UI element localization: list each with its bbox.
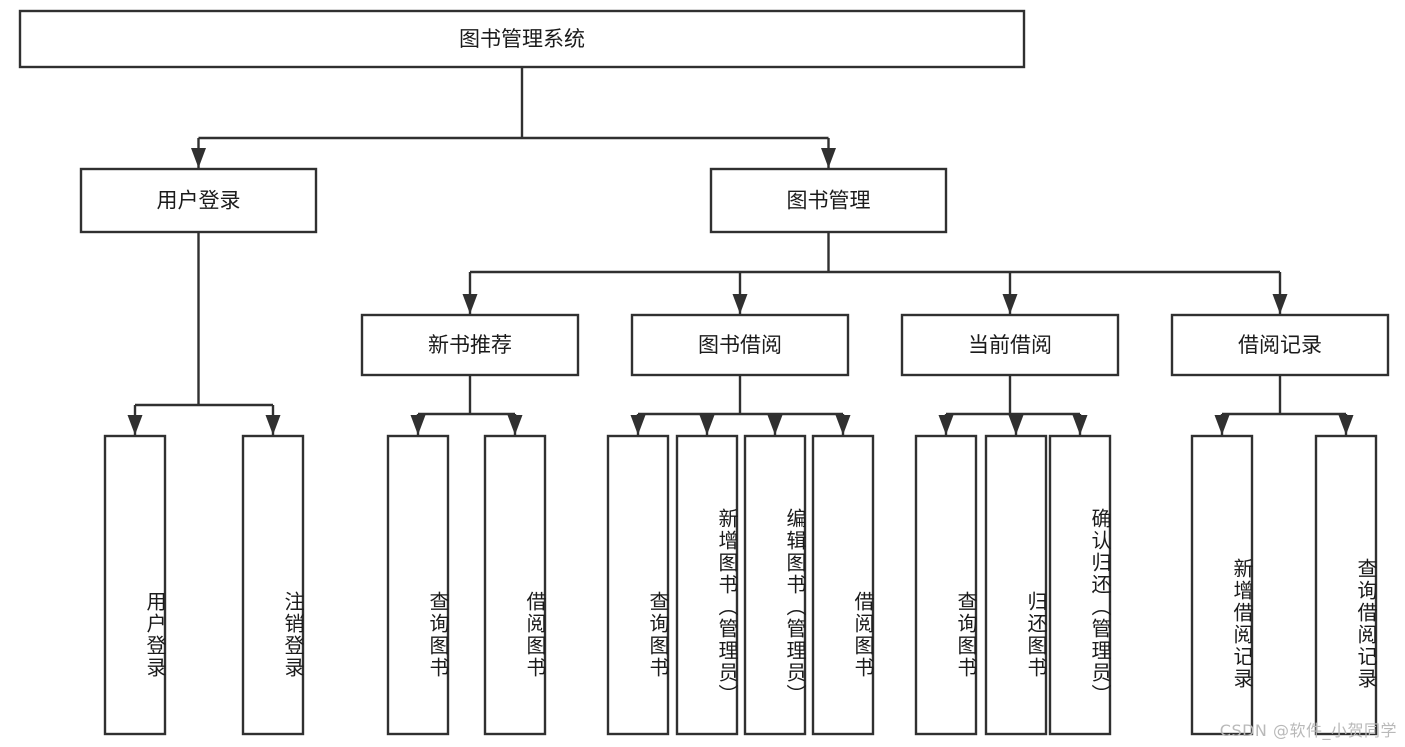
node-leaf-borrow-book-1[interactable] [483,434,547,736]
node-leaf-query-book-1[interactable] [386,434,450,736]
node-book-borrow[interactable] [630,313,850,377]
node-leaf-add-borrow-record[interactable] [1190,434,1254,736]
node-book-management[interactable] [709,167,948,234]
arrow-head-icon [732,294,748,314]
node-current-borrow-label: 当前借阅 [968,333,1052,357]
node-leaf-query-book-2[interactable] [606,434,670,736]
arrow-head-icon [410,415,426,435]
node-user-login[interactable] [79,167,318,234]
arrow-head-icon [630,415,646,435]
node-leaf-add-book-admin[interactable] [675,434,739,736]
boxes-layer [18,9,1390,736]
arrow-head-icon [1008,415,1024,435]
node-root[interactable] [18,9,1026,69]
node-leaf-edit-book-admin[interactable] [743,434,807,736]
arrow-head-icon [1072,415,1088,435]
node-root-label: 图书管理系统 [459,27,585,51]
node-user-login-label: 用户登录 [157,189,241,213]
arrow-head-icon [1272,294,1288,314]
connectors-layer [127,67,1354,435]
node-borrow-record-label: 借阅记录 [1238,333,1322,357]
arrow-head-icon [1214,415,1230,435]
arrow-head-icon [191,148,206,168]
node-leaf-user-login[interactable] [103,434,167,736]
arrow-head-icon [767,415,783,435]
arrow-head-icon [507,415,523,435]
arrow-head-icon [265,415,281,435]
node-book-borrow-label: 图书借阅 [698,333,782,357]
node-book-management-label: 图书管理 [787,189,871,213]
arrow-head-icon [1002,294,1018,314]
arrow-head-icon [821,148,836,168]
arrow-head-icon [835,415,851,435]
node-leaf-return-book[interactable] [984,434,1048,736]
node-leaf-confirm-return-admin[interactable] [1048,434,1112,736]
node-current-borrow[interactable] [900,313,1120,377]
node-leaf-query-book-3[interactable] [914,434,978,736]
csdn-watermark: CSDN @软件_小贺同学 [1219,721,1397,740]
arrow-head-icon [938,415,954,435]
arrow-head-icon [127,415,143,435]
node-leaf-borrow-book-2[interactable] [811,434,875,736]
arrow-head-icon [1338,415,1354,435]
arrow-head-icon [699,415,715,435]
node-new-book-recommend-label: 新书推荐 [428,333,512,357]
node-leaf-query-borrow-record[interactable] [1314,434,1378,736]
node-borrow-record[interactable] [1170,313,1390,377]
node-leaf-logout[interactable] [241,434,305,736]
arrow-head-icon [462,294,478,314]
node-new-book-recommend[interactable] [360,313,580,377]
